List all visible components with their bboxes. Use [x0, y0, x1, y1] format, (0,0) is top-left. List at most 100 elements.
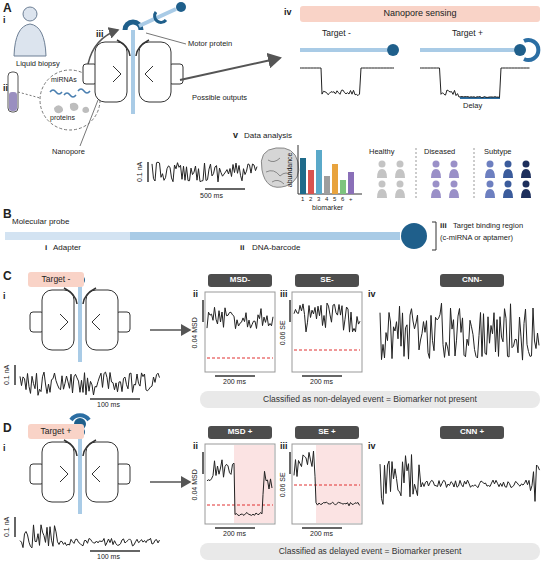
- node-text: Classified as non-delayed event = Biomar…: [263, 395, 477, 404]
- text-label: iv: [284, 8, 292, 18]
- drawing-circle: [401, 223, 427, 249]
- drawing-use: [15, 427, 362, 551]
- condition-box: Nanopore sensing: [300, 6, 540, 22]
- text-label: ii: [193, 290, 198, 300]
- drawing-line: [146, 33, 186, 44]
- drawing-use: [431, 181, 441, 199]
- drawing-rect: [308, 170, 314, 194]
- drawing-line: [420, 48, 514, 52]
- text-label: miRNAs: [51, 76, 77, 84]
- drawing-line: [294, 350, 360, 351]
- drawing-rect: [300, 158, 306, 194]
- scale-label: 0.04 MSD: [191, 317, 199, 348]
- drawing-line: [18, 92, 40, 98]
- text-label: i: [3, 292, 6, 302]
- drawing-line: [147, 162, 149, 182]
- text-label: Adapter: [53, 244, 81, 253]
- drawing-use: [449, 161, 459, 179]
- scale-label: 0.1 nA: [3, 517, 11, 537]
- text-label: i: [45, 244, 47, 253]
- text-label: 4: [325, 196, 328, 203]
- drawing-path: [524, 40, 538, 60]
- drawing-use: [521, 181, 531, 199]
- text-label: iv: [368, 442, 376, 452]
- drawing-path: [125, 22, 141, 30]
- drawing-use: [83, 30, 183, 114]
- text-label: 2: [309, 196, 312, 203]
- drawing-line: [207, 505, 273, 506]
- text-label: iii: [440, 222, 447, 231]
- drawing-use: [449, 181, 459, 199]
- text-label: proteins: [50, 114, 75, 122]
- drawing-line: [205, 188, 245, 190]
- scale-label: 0.06 SE: [278, 473, 286, 498]
- text-label: ii: [193, 442, 198, 452]
- text-label: i: [3, 444, 6, 454]
- drawing-rect: [9, 92, 17, 111]
- drawing-use: [485, 181, 495, 199]
- text-label: Liquid biopsy: [16, 60, 60, 68]
- drawing-rect: [316, 445, 361, 523]
- drawing-g: [15, 415, 362, 551]
- result-band: Classified as delayed event = Biomarker …: [200, 543, 540, 560]
- drawing-path: [71, 415, 89, 420]
- method-header: SE +: [295, 426, 359, 439]
- drawing-line: [300, 48, 387, 52]
- text-label: Diseased: [424, 148, 455, 156]
- node-text: MSD-: [230, 276, 250, 285]
- signal-trace: [152, 162, 257, 182]
- signal-trace: [207, 307, 273, 328]
- text-label: Data analysis: [244, 132, 292, 141]
- signal-trace: [380, 303, 539, 360]
- node-text: Target +: [41, 427, 72, 436]
- signal-trace: [300, 68, 394, 96]
- node-text: CNN +: [460, 428, 484, 437]
- scale-label: abundance: [286, 153, 294, 188]
- signal-trace: [207, 460, 272, 516]
- method-header: MSD +: [208, 426, 272, 439]
- text-label: D: [3, 422, 12, 435]
- text-label: B: [3, 208, 12, 221]
- drawing-use: [395, 181, 405, 199]
- signal-trace: [380, 455, 540, 505]
- node-text: Nanopore sensing: [383, 9, 456, 19]
- drawing-line: [207, 358, 273, 359]
- text-label: iii: [280, 290, 288, 300]
- result-band: Classified as non-delayed event = Biomar…: [200, 391, 540, 408]
- drawing-line: [294, 485, 360, 486]
- drawing-line: [139, 9, 176, 26]
- drawing-use: [503, 161, 513, 179]
- drawing-path: [14, 24, 46, 56]
- text-label: DNA-barcode: [252, 244, 300, 253]
- method-header: CNN-: [440, 274, 504, 287]
- drawing-circle: [23, 7, 37, 21]
- scale-label: 0.1 nA: [136, 162, 144, 182]
- condition-box: Target +: [28, 424, 84, 439]
- method-header: CNN +: [440, 426, 504, 439]
- node-text: MSD +: [228, 428, 253, 437]
- text-label: iii: [96, 30, 104, 40]
- scale-label: 0.06 SE: [278, 321, 286, 346]
- drawing-rect: [5, 232, 130, 240]
- text-label: iii: [280, 442, 288, 452]
- text-label: biomarker: [312, 204, 343, 212]
- drawing-rect: [8, 72, 18, 112]
- text-label: ii: [3, 84, 8, 94]
- drawing-path: [50, 89, 90, 97]
- text-label: 200 ms: [223, 530, 246, 538]
- drawing-line: [180, 58, 280, 80]
- text-label: A: [3, 2, 12, 15]
- text-label: C: [3, 270, 12, 283]
- drawing-path: [54, 103, 89, 113]
- drawing-circle: [176, 2, 186, 12]
- drawing-use: [521, 161, 531, 179]
- drawing-rect: [130, 232, 400, 240]
- drawing-line: [80, 100, 98, 146]
- text-label: Nanopore: [52, 148, 85, 156]
- text-label: iv: [368, 290, 376, 300]
- drawing-rect: [340, 180, 346, 194]
- drawing-line: [474, 148, 475, 200]
- text-label: Subtype: [484, 148, 512, 156]
- condition-box: Target -: [28, 272, 84, 287]
- text-label: 200 ms: [310, 530, 333, 538]
